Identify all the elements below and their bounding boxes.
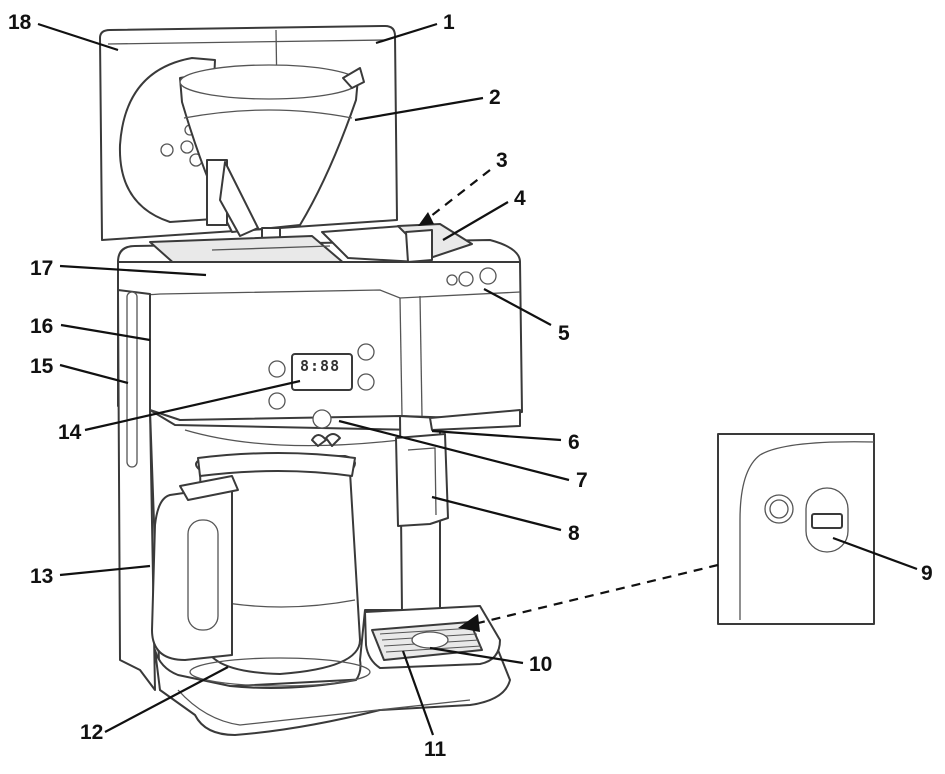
callout-8: 8 xyxy=(568,522,580,545)
leader-lines xyxy=(37,22,918,736)
callout-2: 2 xyxy=(489,86,501,109)
brew-dispenser xyxy=(395,433,449,527)
callout-6: 6 xyxy=(568,431,580,454)
callout-3: 3 xyxy=(496,149,508,172)
callout-7: 7 xyxy=(576,469,588,492)
callout-5: 5 xyxy=(558,322,570,345)
callout-11: 11 xyxy=(424,738,447,761)
callout-4: 4 xyxy=(514,187,526,210)
display-time: 8:88 xyxy=(300,357,341,375)
inset-detail xyxy=(717,433,875,625)
callout-14: 14 xyxy=(58,421,82,444)
top-control-buttons xyxy=(446,267,497,287)
callout-1: 1 xyxy=(443,11,455,34)
callout-12: 12 xyxy=(80,721,104,744)
callout-13: 13 xyxy=(30,565,54,588)
callout-9: 9 xyxy=(921,562,933,585)
callout-15: 15 xyxy=(30,355,54,378)
drip-tray xyxy=(364,605,501,669)
callout-17: 17 xyxy=(30,257,54,280)
callout-18: 18 xyxy=(8,11,32,34)
filter-basket xyxy=(179,64,365,241)
callout-10: 10 xyxy=(529,653,553,676)
carafe xyxy=(151,452,361,675)
control-panel xyxy=(268,343,375,447)
callout-16: 16 xyxy=(30,315,54,338)
